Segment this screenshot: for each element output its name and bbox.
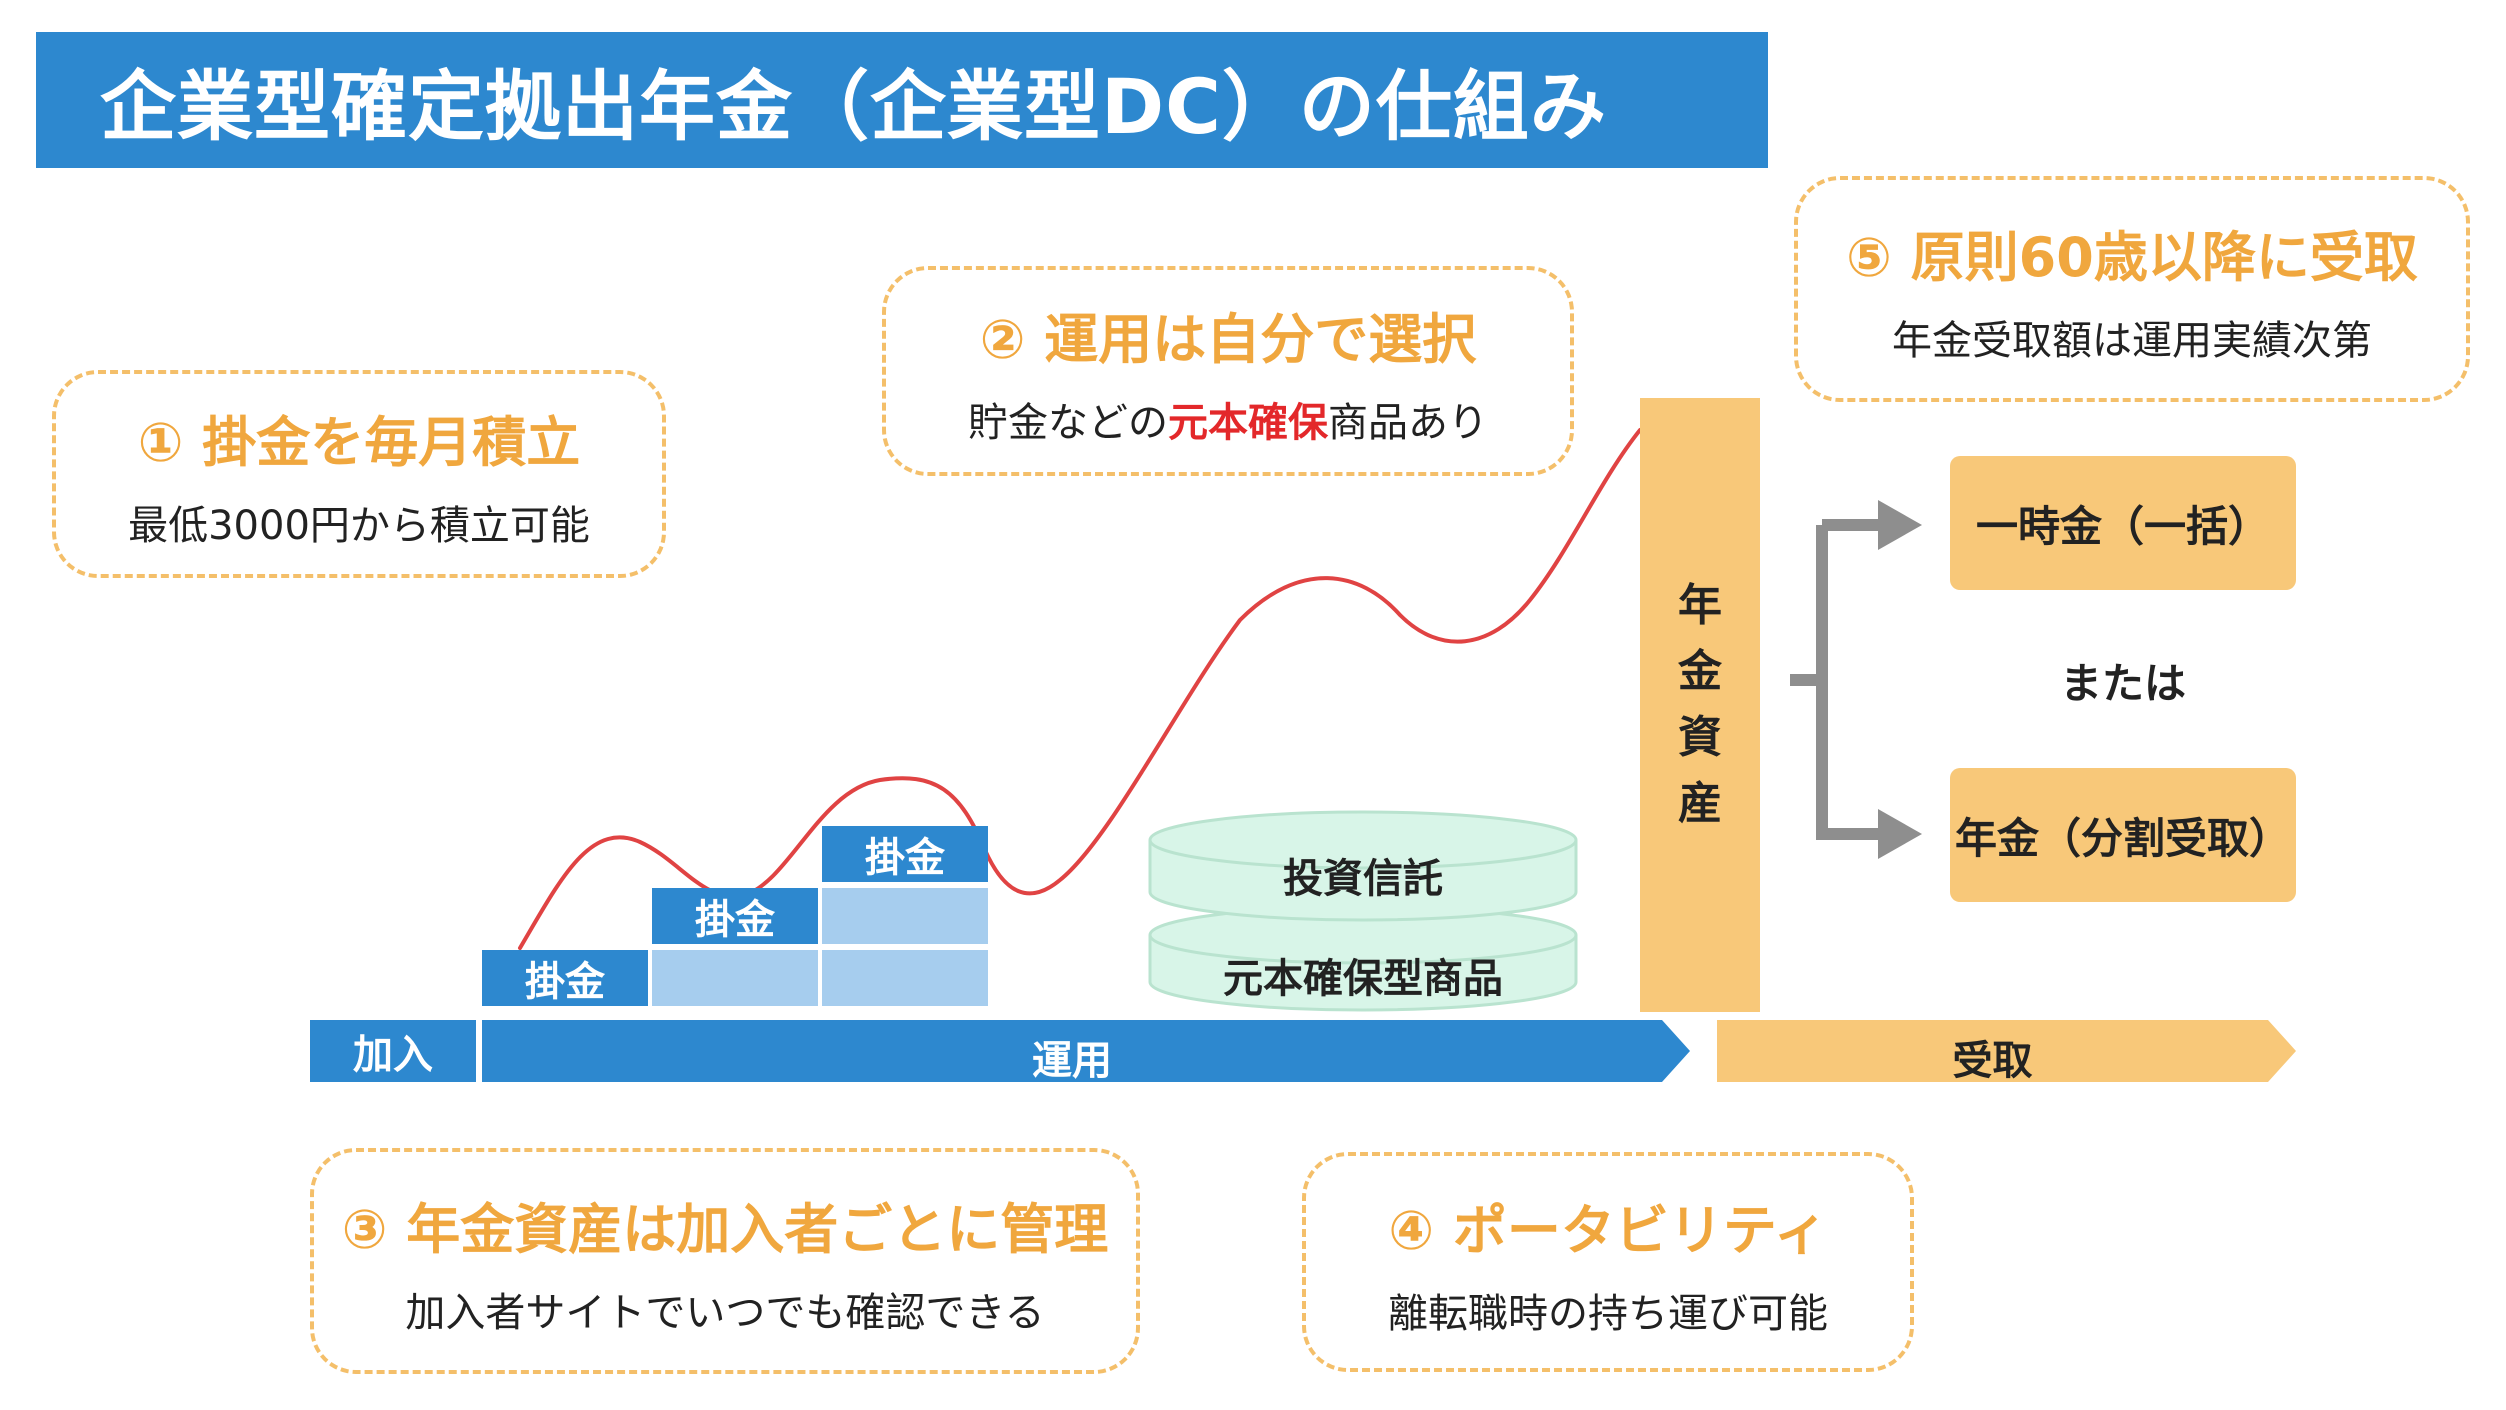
note-self-select: ② 運用は自分で選択 貯金などの元本確保商品あり: [882, 266, 1574, 476]
note-title: ① 掛金を毎月積立: [137, 410, 581, 474]
note-body: 離転職時の持ち運び可能: [1388, 1290, 1828, 1337]
growth-line: [518, 428, 1642, 950]
timeline-invest-arrow: [482, 1020, 1690, 1082]
annuity-label: 年金（分割受取）: [1954, 813, 2291, 863]
note-body: 最低3000円から積立可能: [128, 502, 590, 549]
note-body: 加入者サイトでいつでも確認できる: [405, 1289, 1045, 1336]
arrow-head-annuity: [1878, 809, 1922, 859]
note-monthly-contribution: ① 掛金を毎月積立 最低3000円から積立可能: [52, 370, 666, 578]
note-receive-after-60: ⑤ 原則60歳以降に受取 年金受取額は運用実績次第: [1794, 176, 2470, 402]
accumulated-block: [822, 950, 988, 1006]
arrow-head-lump-sum: [1878, 500, 1922, 550]
note-body-text: 貯金などの: [968, 399, 1168, 446]
principal-guaranteed-cylinder: [1148, 905, 1578, 1012]
contribution-label: 掛金: [865, 835, 945, 881]
timeline-join: 加入: [310, 1020, 476, 1082]
annuity-option: 年金（分割受取）: [1950, 768, 2296, 902]
invest-label: 運用: [1032, 1038, 1112, 1084]
page-title: 企業型確定拠出年金（企業型DC）の仕組み: [100, 62, 1607, 151]
investment-trust-label: 投資信託: [1283, 856, 1443, 902]
branch-arrows: [1790, 519, 1880, 840]
contribution-label: 掛金: [525, 959, 605, 1005]
contribution-block-3: 掛金: [822, 826, 988, 882]
note-title: ⑤ 原則60歳以降に受取: [1846, 225, 2418, 289]
note-body-text: 商品あり: [1328, 399, 1488, 446]
asset-char: 産: [1678, 778, 1722, 829]
timeline-receive-arrow: [1717, 1020, 2296, 1082]
join-label: 加入: [353, 1032, 433, 1078]
note-title: ④ ポータビリティ: [1388, 1198, 1828, 1262]
asset-char: 資: [1678, 712, 1722, 763]
asset-char: 年: [1678, 580, 1722, 631]
note-title: ② 運用は自分で選択: [979, 307, 1477, 371]
note-asset-management: ③ 年金資産は加入者ごとに管理 加入者サイトでいつでも確認できる: [310, 1148, 1140, 1374]
receive-label: 受取: [1952, 1038, 2033, 1084]
note-body: 貯金などの元本確保商品あり: [968, 390, 1488, 448]
contribution-block-2: 掛金: [652, 888, 818, 944]
lump-sum-option: 一時金（一括）: [1950, 456, 2296, 590]
pension-asset-bar: 年 金 資 産: [1640, 398, 1760, 1012]
title-bar: 企業型確定拠出年金（企業型DC）の仕組み: [36, 32, 1768, 168]
note-title: ③ 年金資産は加入者ごとに管理: [341, 1197, 1109, 1261]
note-portability: ④ ポータビリティ 離転職時の持ち運び可能: [1302, 1152, 1914, 1372]
asset-char: 金: [1678, 646, 1722, 697]
contribution-block-1: 掛金: [482, 950, 648, 1006]
accumulated-block: [652, 950, 818, 1006]
note-body-highlight: 元本確保: [1168, 399, 1328, 446]
accumulated-block: [822, 888, 988, 944]
or-label: または: [2059, 659, 2186, 708]
note-body: 年金受取額は運用実績次第: [1892, 317, 2372, 364]
lump-sum-label: 一時金（一括）: [1975, 501, 2270, 551]
principal-guaranteed-label: 元本確保型商品: [1223, 956, 1503, 1002]
investment-trust-cylinder: [1148, 810, 1578, 922]
contribution-label: 掛金: [695, 897, 775, 943]
